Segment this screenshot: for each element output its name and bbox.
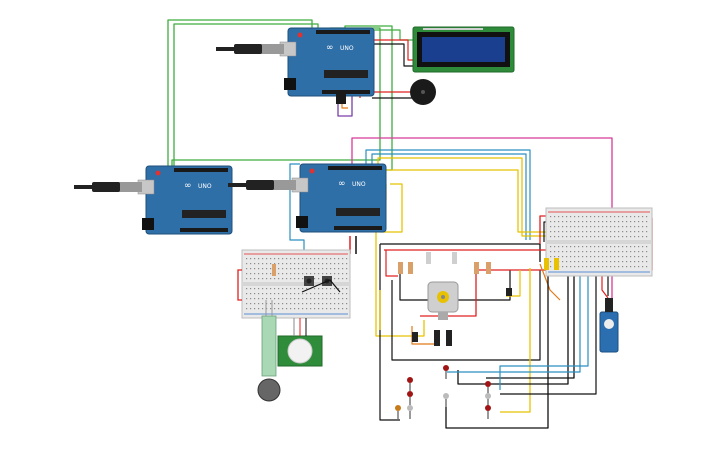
wire-lcd-3 xyxy=(372,43,414,67)
wire-black-bus-3 xyxy=(391,270,541,361)
transistor-group xyxy=(412,288,512,346)
wire-purple xyxy=(337,96,353,117)
led-red-2 xyxy=(407,391,413,405)
arduino-chip xyxy=(324,70,368,78)
led-red-5 xyxy=(485,405,491,419)
wire-blue-right-2 xyxy=(499,262,589,390)
arduino-uno-center[interactable]: ∞ UNO xyxy=(291,163,387,233)
arduino-brand-label: UNO xyxy=(198,183,212,190)
led-white-3 xyxy=(485,393,491,407)
led-red-1 xyxy=(407,377,413,391)
wire-red-bus-2 xyxy=(385,250,398,277)
arduino-brand-label: UNO xyxy=(340,45,354,52)
wires-layer xyxy=(167,19,653,429)
arduino-logo: ∞ xyxy=(184,181,192,191)
led-array xyxy=(395,365,491,419)
lcd-16x2[interactable] xyxy=(412,26,515,73)
force-sensor[interactable] xyxy=(257,300,281,402)
wire-red-left-bb xyxy=(237,269,242,301)
wire-yellow-2 xyxy=(384,169,548,233)
arduino-header-top xyxy=(174,168,228,172)
wire-blue-2 xyxy=(371,153,527,240)
wire-black-left-bb xyxy=(301,279,341,293)
arduino-header-bottom xyxy=(180,228,228,232)
wire-yellow-1 xyxy=(377,157,546,237)
wire-black-right-4 xyxy=(500,262,597,395)
wire-yellow-right-1 xyxy=(500,268,531,413)
arduino-board xyxy=(145,165,233,235)
breadboard-holes xyxy=(550,216,648,268)
arduino-brand-label: UNO xyxy=(352,181,366,188)
breadboard-right[interactable] xyxy=(545,207,653,277)
arduino-logo: ∞ xyxy=(338,179,346,189)
wire-black-bb-right xyxy=(543,221,546,242)
arduino-uno-left[interactable]: ∞ UNO xyxy=(137,165,233,235)
arduino-board xyxy=(287,27,375,97)
reset-button-icon xyxy=(309,168,315,174)
usb-cable-left xyxy=(74,182,142,192)
wire-black-right-2 xyxy=(457,262,569,385)
wire-black-right-1 xyxy=(445,268,549,429)
servo-motor[interactable] xyxy=(599,298,619,353)
led-red-4 xyxy=(485,381,491,395)
usb-cable-top xyxy=(216,44,284,54)
wire-yellow-3 xyxy=(380,183,403,233)
resistor-left xyxy=(272,264,276,276)
breadboard-left[interactable] xyxy=(241,249,351,319)
led-orange-1 xyxy=(395,405,401,419)
arduino-power-jack xyxy=(142,218,154,230)
lcd-pins xyxy=(423,28,483,30)
led-white-2 xyxy=(443,393,449,407)
pir-sensor[interactable] xyxy=(277,318,323,367)
wire-red-bb-right xyxy=(539,215,546,244)
arduino-header-bottom xyxy=(334,226,382,230)
dc-motor[interactable] xyxy=(427,281,459,320)
led-red-3 xyxy=(443,365,449,379)
wire-orange-right xyxy=(539,263,561,301)
piezo-buzzer[interactable] xyxy=(410,79,436,105)
wire-black-right-3 xyxy=(486,262,575,379)
resistor-row xyxy=(398,252,559,274)
arduino-header-top xyxy=(328,166,382,170)
wire-blue-right-1 xyxy=(445,262,581,373)
arduino-power-jack xyxy=(284,78,296,90)
wire-red-bus-1 xyxy=(384,249,557,262)
wire-blue-1 xyxy=(365,149,531,240)
usb-cable-center xyxy=(228,180,296,190)
arduino-chip xyxy=(336,208,380,216)
breadboard-holes xyxy=(246,258,348,310)
lcd-screen xyxy=(422,37,505,62)
reset-button-icon xyxy=(155,170,161,176)
arduino-board xyxy=(299,163,387,233)
wire-green-1 xyxy=(167,19,313,168)
wire-black-bus-1 xyxy=(380,243,541,262)
arduino-power-jack xyxy=(296,216,308,228)
reset-button-icon xyxy=(297,32,303,38)
arduino-logo: ∞ xyxy=(326,43,334,53)
arduino-chip xyxy=(182,210,226,218)
wire-black-bus-2 xyxy=(379,244,400,421)
led-white-1 xyxy=(407,405,413,419)
arduino-header-top xyxy=(316,30,370,34)
arduino-uno-top[interactable]: ∞ UNO xyxy=(279,27,375,97)
wire-lcd-2 xyxy=(372,39,414,61)
small-component-top xyxy=(336,92,346,104)
